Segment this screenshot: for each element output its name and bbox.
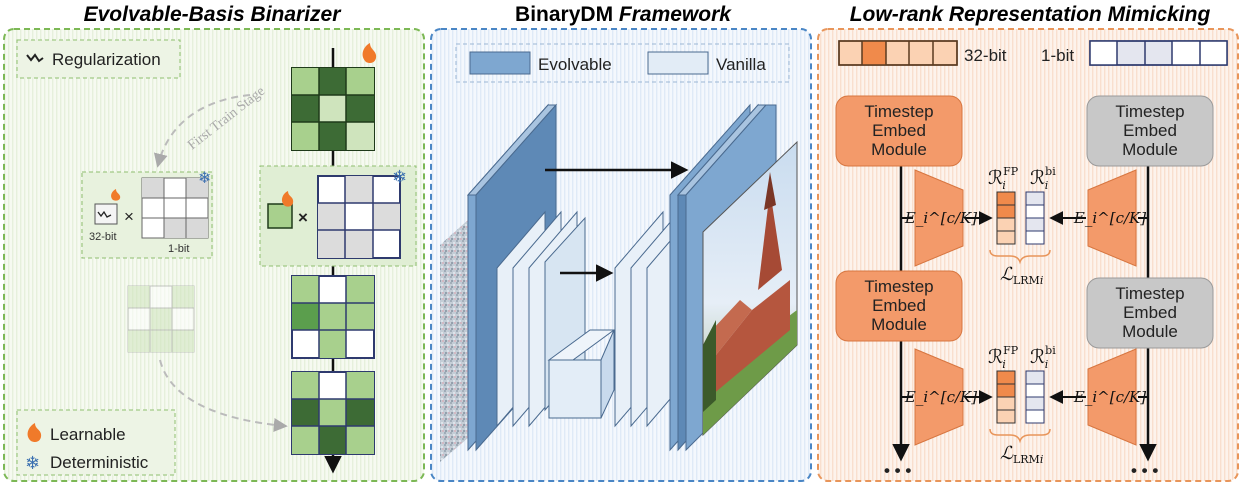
loss-brace: [989, 249, 1051, 265]
module-text-line3: Module: [1122, 322, 1178, 341]
evolvable-legend-label: Evolvable: [538, 55, 612, 74]
bi-rep-cell: [1025, 383, 1045, 398]
vanilla-legend-label: Vanilla: [716, 55, 766, 74]
fp-projection-block: [914, 348, 964, 446]
fp-rep-cell: [996, 230, 1016, 245]
deterministic-legend-icon: ❄: [25, 453, 40, 473]
fp-rep-cell: [996, 191, 1016, 206]
small-times-sign: ×: [124, 207, 134, 226]
small-1bit-label: 1-bit: [168, 243, 189, 255]
lrm-loss-label: ℒLRMi: [1000, 443, 1043, 466]
faded-result-grid: [127, 285, 195, 353]
icon-legend-box: [16, 409, 176, 476]
deterministic-legend-label: Deterministic: [50, 453, 149, 472]
module-text-line1: Timestep: [864, 277, 933, 296]
bi-rep-cell: [1025, 230, 1045, 245]
product-times-sign: ×: [298, 208, 308, 227]
binarized-grid-a: [291, 275, 375, 359]
regularization-label: Regularization: [52, 50, 161, 69]
learnable-legend-icon: [27, 423, 42, 443]
right-panel-title: Low-rank Representation Mimicking: [850, 3, 1211, 26]
bi-rep-cell: [1025, 409, 1045, 424]
top-learnable-icon: [362, 43, 377, 64]
right-1bit-label: 1-bit: [1041, 46, 1074, 65]
fp-rep-cell: [996, 383, 1016, 398]
bottleneck-cube-front: [548, 359, 602, 419]
module-text-line2: Embed: [872, 121, 926, 140]
fp-rep-cell: [996, 409, 1016, 424]
small-32bit-label: 32-bit: [89, 231, 117, 243]
right-32bit-label: 32-bit: [964, 46, 1007, 65]
module-text-line3: Module: [871, 315, 927, 334]
fp-rep-cell: [996, 396, 1016, 411]
bi-rep-cell: [1025, 396, 1045, 411]
framework-legend-box: [455, 43, 790, 83]
bi-projection-block: [1087, 169, 1137, 267]
binarized-grid-b: [291, 371, 375, 455]
small-32bit-basis: [94, 203, 118, 225]
module-text-line2: Embed: [872, 296, 926, 315]
fp-rep-cell: [996, 204, 1016, 219]
binary-basis-grid: [317, 175, 401, 259]
bi-timestep-module-1: Timestep Embed Module: [1086, 95, 1214, 167]
learnable-legend-label: Learnable: [50, 425, 126, 444]
fp-timestep-module-2: Timestep Embed Module: [835, 270, 963, 342]
learnable-scale-box: [267, 203, 293, 229]
bi-rep-cell: [1025, 191, 1045, 206]
module-text-line2: Embed: [1123, 303, 1177, 322]
bi-ellipsis: • • •: [1131, 461, 1158, 480]
bi-projection-label: E_i^[c/K]: [1073, 209, 1146, 227]
bottleneck-cube-side: [600, 329, 615, 419]
fp-embedding-bar: [838, 40, 958, 66]
small-1bit-grid: [141, 177, 209, 239]
bi-rep-cell: [1025, 370, 1045, 385]
module-text-line1: Timestep: [1115, 102, 1184, 121]
small-deterministic-icon: ❄: [198, 170, 211, 187]
middle-title-bold: BinaryDM: [515, 3, 619, 26]
fp-projection-label: E_i^[c/K]: [904, 388, 977, 406]
bi-timestep-module-2: Timestep Embed Module: [1086, 277, 1214, 349]
small-learnable-icon: [111, 189, 121, 201]
evolvable-legend-swatch: [469, 51, 531, 75]
input-noise-image: [440, 220, 468, 462]
merge-arrow: [159, 359, 288, 432]
output-church-image: [702, 140, 798, 437]
fp-rep-cell: [996, 370, 1016, 385]
basis-deterministic-icon: ❄: [392, 167, 407, 187]
fp-projection-block: [914, 169, 964, 267]
loss-brace: [989, 428, 1051, 444]
small-regularization-icon: [97, 210, 112, 218]
regularization-icon: [26, 53, 44, 63]
bi-projection-label: E_i^[c/K]: [1073, 388, 1146, 406]
module-text-line1: Timestep: [864, 102, 933, 121]
module-text-line3: Module: [1122, 140, 1178, 159]
fp-weight-grid: [291, 67, 375, 151]
lrm-loss-label: ℒLRMi: [1000, 264, 1043, 287]
middle-panel-title: BinaryDM Framework: [515, 3, 732, 26]
first-train-stage-arrow: [153, 94, 251, 168]
regularization-box: [16, 39, 181, 79]
module-text-line3: Module: [871, 140, 927, 159]
module-text-line1: Timestep: [1115, 284, 1184, 303]
middle-title-italic: Framework: [619, 3, 732, 26]
binary-embedding-bar: [1089, 40, 1228, 66]
fp-ellipsis: • • •: [884, 461, 911, 480]
fp-rep-cell: [996, 217, 1016, 232]
fp-timestep-module-1: Timestep Embed Module: [835, 95, 963, 167]
left-panel-title: Evolvable-Basis Binarizer: [84, 3, 343, 26]
module-text-line2: Embed: [1123, 121, 1177, 140]
scale-learnable-icon: [281, 191, 294, 207]
vanilla-legend-swatch: [647, 51, 709, 75]
bi-projection-block: [1087, 348, 1137, 446]
bi-rep-cell: [1025, 217, 1045, 232]
fp-projection-label: E_i^[c/K]: [904, 209, 977, 227]
bi-rep-cell: [1025, 204, 1045, 219]
